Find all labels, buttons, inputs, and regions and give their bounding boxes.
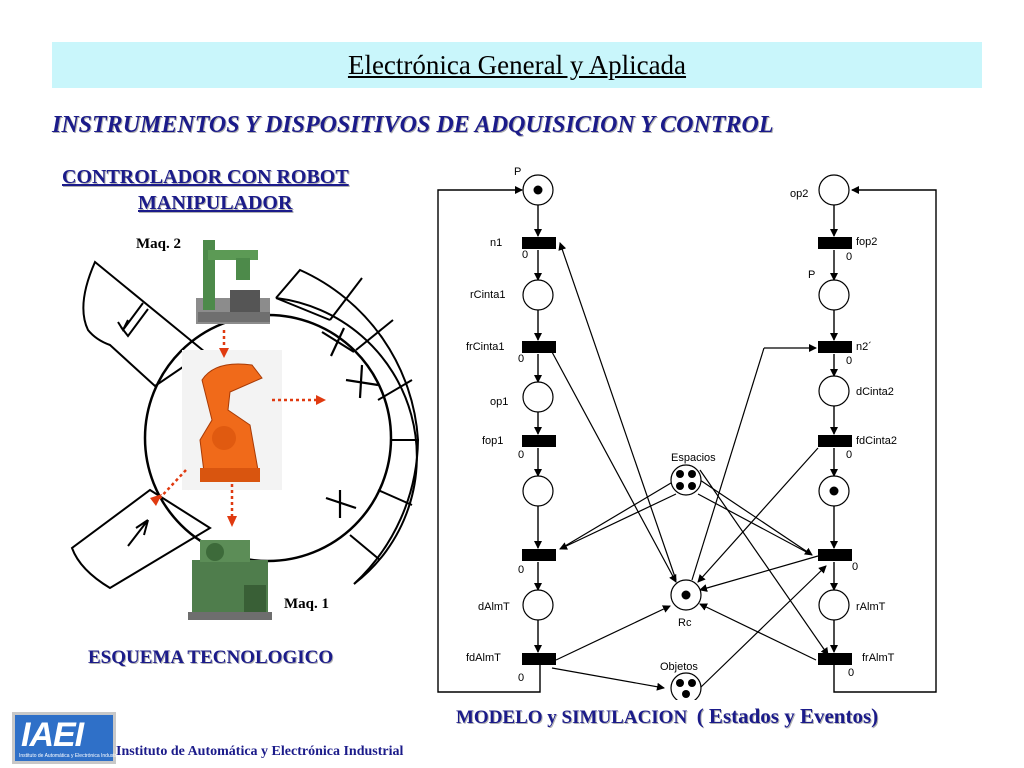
label-place-p-right: P (808, 269, 815, 281)
label-transition-n2: n2´ (856, 341, 872, 353)
place-dalmt (522, 589, 554, 621)
label-transition-fdalmt: fdAlmT (466, 652, 501, 664)
transition-frcinta1 (522, 341, 556, 353)
label-place-dcinta2: dCinta2 (856, 386, 894, 398)
label-place-espacios: Espacios (671, 452, 716, 464)
transition-fop2 (818, 237, 852, 249)
label-transition-fralmt: frAlmT (862, 652, 895, 664)
tokens (533, 185, 839, 698)
model-caption-sub: ( Estados y Eventos) (696, 704, 879, 728)
label-zero: 0 (852, 561, 858, 573)
label-place-p-left: P (514, 166, 521, 178)
label-zero: 0 (846, 251, 852, 263)
controller-heading-line1: CONTROLADOR CON ROBOT (62, 166, 349, 188)
transition-fdalmt (522, 653, 556, 665)
label-place-op2: op2 (790, 188, 808, 200)
place-op1 (522, 381, 554, 413)
label-place-rc: Rc (678, 617, 692, 629)
place-p-right (818, 279, 850, 311)
machine-2-drill-press (196, 240, 270, 324)
machine-1-shaper (188, 540, 272, 620)
logo-small-text: Instituto de Automática y Electrónica In… (19, 753, 122, 759)
institute-name: Instituto de Automática y Electrónica In… (116, 744, 404, 759)
arc-right-loop (833, 186, 937, 693)
label-transition-fdcinta2: fdCinta2 (856, 435, 897, 447)
label-zero: 0 (848, 667, 854, 679)
transition-left-load (522, 549, 556, 561)
petri-net-diagram: P op2 P rCinta1 op1 dCinta2 dAlmT rAlmT … (437, 166, 937, 700)
section-subtitle: INSTRUMENTOS Y DISPOSITIVOS DE ADQUISICI… (52, 112, 774, 138)
place-left-buffer (522, 475, 554, 507)
place-rcinta1 (522, 279, 554, 311)
conveyor-upper (82, 260, 207, 388)
transition-right-load (818, 549, 852, 561)
technological-scheme (70, 240, 420, 620)
label-transition-fop1: fop1 (482, 435, 503, 447)
label-zero: 0 (846, 355, 852, 367)
label-zero: 0 (518, 353, 524, 365)
label-place-dalmt: dAlmT (478, 601, 510, 613)
place-espacios (670, 464, 702, 496)
place-dcinta2 (818, 375, 850, 407)
arc-left-loop (437, 186, 541, 693)
label-zero: 0 (518, 449, 524, 461)
title-bar: Electrónica General y Aplicada (52, 42, 982, 88)
label-place-ralmt: rAlmT (856, 601, 886, 613)
place-ralmt (818, 589, 850, 621)
transition-fdcinta2 (818, 435, 852, 447)
label-zero: 0 (846, 449, 852, 461)
label-zero: 0 (518, 672, 524, 684)
storage-band (275, 268, 420, 585)
machine-2-label: Maq. 2 (136, 236, 181, 252)
label-place-op1: op1 (490, 396, 508, 408)
transition-fop1 (522, 435, 556, 447)
label-place-objetos: Objetos (660, 661, 698, 673)
iaei-logo: IAEI Instituto de Automática y Electróni… (12, 712, 121, 764)
label-zero: 0 (522, 249, 528, 261)
label-place-rcinta1: rCinta1 (470, 289, 505, 301)
label-transition-n1: n1 (490, 237, 502, 249)
transition-fralmt (818, 653, 852, 665)
transition-n2 (818, 341, 852, 353)
logo-text: IAEI (21, 716, 84, 754)
scheme-caption: ESQUEMA TECNOLOGICO (88, 647, 334, 668)
robot-manipulator (182, 350, 282, 490)
label-zero: 0 (518, 564, 524, 576)
place-op2 (818, 174, 850, 206)
model-caption-main: MODELO y SIMULACION (456, 707, 688, 728)
machine-1-label: Maq. 1 (284, 596, 329, 612)
transition-n1 (522, 237, 556, 249)
conveyor-lower (70, 488, 212, 590)
page-title: Electrónica General y Aplicada (347, 50, 687, 80)
cross-marks (321, 327, 379, 518)
label-transition-fop2: fop2 (856, 236, 877, 248)
model-caption: MODELO y SIMULACION ( Estados y Eventos) (456, 704, 878, 729)
controller-heading-line2: MANIPULADOR (138, 192, 293, 214)
label-transition-frcinta1: frCinta1 (466, 341, 505, 353)
